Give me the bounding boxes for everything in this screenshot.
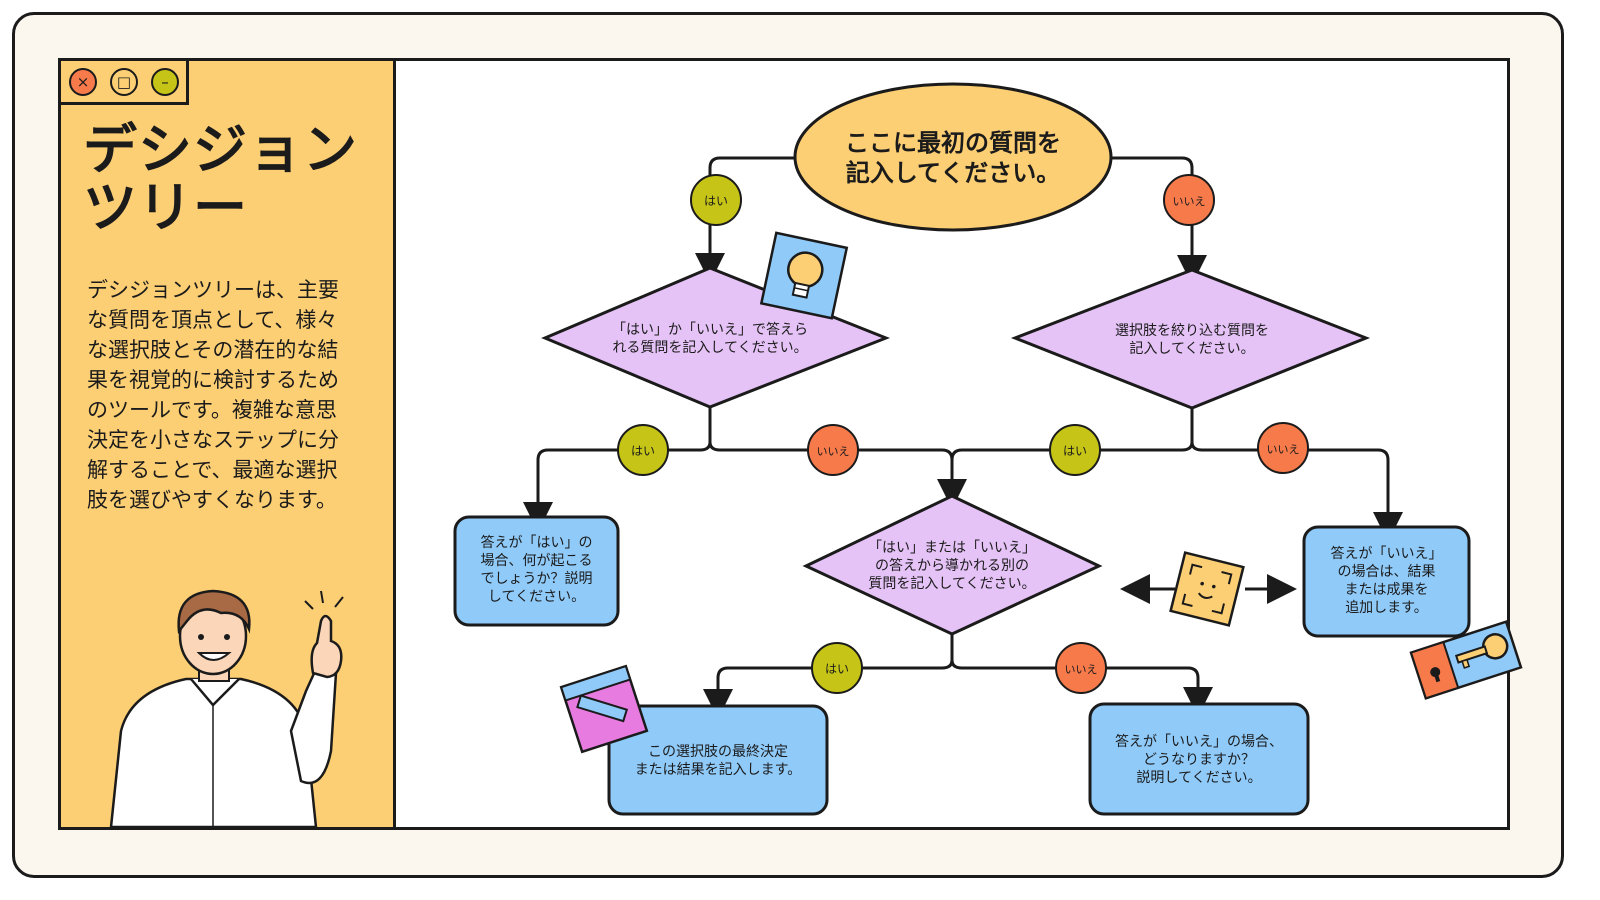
no-badge-middle [1055, 642, 1107, 694]
outcome-bottom-right-text: 答えが「いいえ」の場合、 どうなりますか？ 説明してください。 [1095, 733, 1303, 787]
yes-label: はい [631, 444, 655, 458]
no-label: いいえ [817, 445, 850, 458]
outcome-box-right [1302, 525, 1471, 638]
question-right-line-2: 記入してください。 [1129, 341, 1255, 357]
minimize-button[interactable]: – [151, 68, 179, 96]
yes-badge-root [690, 174, 742, 226]
outcome-left-text: 答えが「はい」の 場合、何が起こる でしょうか？説明 してください。 [460, 534, 613, 606]
question-middle-text: 「はい」または「いいえ」 の答えから導かれる別の 質問を記入してください。 [842, 539, 1062, 593]
outcome-bottom-left-text: この選択肢の最終決定 または結果を記入します。 [614, 743, 822, 779]
outcome-bottom-right-line-2: どうなりますか？ [1143, 752, 1255, 768]
outcome-bottom-right-line-1: 答えが「いいえ」の場合、 [1115, 734, 1283, 750]
connector-middle-no [950, 659, 1213, 717]
question-middle-line-2: の答えから導かれる別の [875, 558, 1029, 574]
no-label: いいえ [1173, 195, 1206, 208]
outcome-left-line-3: でしょうか？説明 [480, 571, 593, 587]
outcome-bottom-right-line-3: 説明してください。 [1136, 770, 1262, 786]
connector-right-no [1190, 441, 1403, 542]
sidebar: × □ – デシジョン ツリー デシジョンツリーは、主要な質問を頂点として、様々… [61, 61, 396, 827]
connector-root-left [695, 156, 795, 283]
yes-badge-middle [811, 642, 863, 694]
outcome-box-bottom-left [607, 704, 829, 816]
question-middle-line-3: 質問を記入してください。 [868, 576, 1036, 592]
yes-badge-left [617, 424, 669, 476]
pencil-icon [559, 664, 649, 754]
person-illustration [109, 589, 344, 827]
root-text-line-1: ここに最初の質問を [845, 129, 1061, 157]
yes-label: はい [704, 194, 728, 208]
outcome-left-line-2: 場合、何が起こる [480, 553, 593, 569]
outcome-right-line-4: 追加します。 [1345, 600, 1428, 616]
title-line-1: デシジョン [83, 118, 358, 181]
outcome-box-left [453, 515, 620, 627]
question-node-right [1010, 268, 1371, 410]
no-label: いいえ [1267, 443, 1300, 456]
yes-badge-right [1049, 424, 1101, 476]
no-badge-left [807, 424, 859, 476]
question-left-line-1: 「はい」か「いいえ」で答えら [612, 322, 808, 338]
question-middle-line-1: 「はい」または「いいえ」 [868, 540, 1036, 556]
page-title: デシジョン ツリー [83, 121, 388, 237]
outcome-box-bottom-right [1088, 702, 1310, 816]
outcome-bottom-left-line-1: この選択肢の最終決定 [648, 744, 788, 760]
outcome-right-line-1: 答えが「いいえ」 [1330, 546, 1443, 562]
window-controls: × □ – [61, 61, 189, 105]
yes-label: はい [1063, 444, 1087, 458]
outcome-bottom-left-line-2: または結果を記入します。 [634, 762, 802, 778]
no-badge-right [1257, 422, 1309, 474]
key-icon [1409, 620, 1523, 700]
outcome-right-line-2: の場合は、結果 [1337, 564, 1436, 580]
window-frame: × □ – デシジョン ツリー デシジョンツリーは、主要な質問を頂点として、様々… [58, 58, 1510, 830]
outcome-left-line-4: してください。 [487, 589, 586, 605]
outcome-right-text: 答えが「いいえ」 の場合は、結果 または成果を 追加します。 [1309, 545, 1464, 617]
no-label: いいえ [1065, 663, 1098, 676]
connector-root-right [1112, 156, 1207, 285]
root-question-text: ここに最初の質問を 記入してください。 [800, 128, 1106, 188]
question-left-text: 「はい」か「いいえ」で答えら れる質問を記入してください。 [585, 321, 835, 357]
lightbulb-icon [759, 231, 849, 320]
title-line-2: ツリー [83, 176, 248, 239]
outcome-right-line-3: または成果を [1344, 582, 1429, 598]
close-button[interactable]: × [69, 68, 97, 96]
question-right-line-1: 選択肢を絞り込む質問を [1115, 323, 1269, 339]
root-question-node [793, 82, 1113, 232]
question-right-text: 選択肢を絞り込む質問を 記入してください。 [1067, 322, 1317, 358]
no-badge-root [1163, 174, 1215, 226]
description-text: デシジョンツリーは、主要な質問を頂点として、様々な選択肢とその潜在的な結果を視覚… [87, 278, 339, 512]
question-node-middle [802, 494, 1103, 636]
root-text-line-2: 記入してください。 [845, 159, 1061, 187]
face-scan-icon [1169, 551, 1245, 627]
question-left-line-2: れる質問を記入してください。 [612, 340, 808, 356]
outcome-left-line-1: 答えが「はい」の [480, 535, 593, 551]
maximize-button[interactable]: □ [110, 68, 138, 96]
yes-label: はい [825, 662, 849, 676]
